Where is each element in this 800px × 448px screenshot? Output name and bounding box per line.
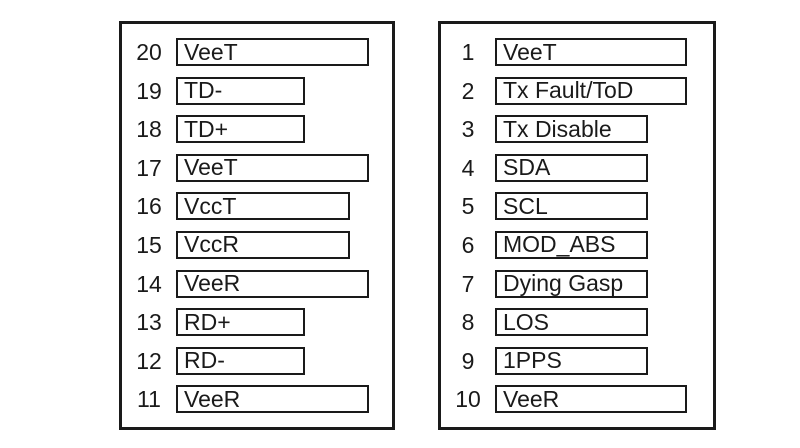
pin-row: 12 RD-: [122, 346, 392, 375]
pin-row: 14 VeeR: [122, 269, 392, 298]
pin-label-box: Dying Gasp: [495, 269, 648, 298]
pin-number: 5: [461, 193, 475, 220]
pin-row: 8 LOS: [441, 308, 713, 337]
pin-number: 13: [136, 309, 162, 336]
pin-label-box: VeeT: [176, 153, 369, 182]
pin-number: 14: [136, 270, 162, 297]
pin-number: 3: [461, 116, 475, 143]
pin-number: 4: [461, 154, 475, 181]
pin-row: 3 Tx Disable: [441, 115, 713, 144]
pin-row: 16 VccT: [122, 192, 392, 221]
pin-label-box: VeeR: [176, 385, 369, 414]
pin-row: 1 VeeT: [441, 38, 713, 66]
pin-number: 17: [136, 154, 162, 181]
pin-number: 1: [461, 39, 475, 65]
pin-number: 6: [461, 231, 475, 258]
pin-row: 4 SDA: [441, 153, 713, 182]
pin-number: 9: [461, 347, 475, 374]
pin-label-box: VeeR: [495, 385, 687, 414]
right-connector-box: 1 VeeT 2 Tx Fault/ToD 3 Tx Disable 4 SDA 5 SCL 6 MO…: [438, 21, 716, 430]
pin-number: 8: [461, 309, 475, 336]
pin-label-box: VccR: [176, 230, 350, 259]
pin-label-box: SCL: [495, 192, 648, 221]
pin-number: 18: [136, 116, 162, 143]
pin-row: 7 Dying Gasp: [441, 269, 713, 298]
pin-number: 16: [136, 193, 162, 220]
pin-number: 12: [136, 347, 162, 374]
pin-row: 5 SCL: [441, 192, 713, 221]
pin-label-box: RD+: [176, 308, 305, 337]
pin-row: 20 VeeT: [122, 38, 392, 66]
pin-number: 10: [455, 386, 481, 413]
pin-row: 9 1PPS: [441, 346, 713, 375]
pin-label-box: TD-: [176, 76, 305, 105]
pin-row: 11 VeeR: [122, 385, 392, 414]
pin-label-box: Tx Disable: [495, 115, 648, 144]
pin-row: 2 Tx Fault/ToD: [441, 76, 713, 105]
pin-number: 2: [461, 77, 475, 104]
pin-label-box: VeeT: [176, 38, 369, 66]
pin-row: 19 TD-: [122, 76, 392, 105]
pin-number: 15: [136, 231, 162, 258]
pin-row: 6 MOD_ABS: [441, 230, 713, 259]
pin-label-box: VeeT: [495, 38, 687, 66]
pin-number: 20: [136, 39, 162, 65]
pin-label-box: MOD_ABS: [495, 230, 648, 259]
pin-row: 13 RD+: [122, 308, 392, 337]
right-pin-rows: 1 VeeT 2 Tx Fault/ToD 3 Tx Disable 4 SDA 5 SCL 6 MO…: [441, 24, 713, 414]
pin-row: 18 TD+: [122, 115, 392, 144]
pin-row: 17 VeeT: [122, 153, 392, 182]
pin-row: 10 VeeR: [441, 385, 713, 414]
pin-number: 7: [461, 270, 475, 297]
pin-label-box: SDA: [495, 153, 648, 182]
pin-number: 11: [137, 386, 161, 413]
pin-label-box: Tx Fault/ToD: [495, 76, 687, 105]
pin-row: 15 VccR: [122, 230, 392, 259]
pin-label-box: VccT: [176, 192, 350, 221]
pin-number: 19: [136, 77, 162, 104]
pin-label-box: LOS: [495, 308, 648, 337]
pin-label-box: 1PPS: [495, 346, 648, 375]
pin-label-box: VeeR: [176, 269, 369, 298]
pin-label-box: RD-: [176, 346, 305, 375]
pin-label-box: TD+: [176, 115, 305, 144]
